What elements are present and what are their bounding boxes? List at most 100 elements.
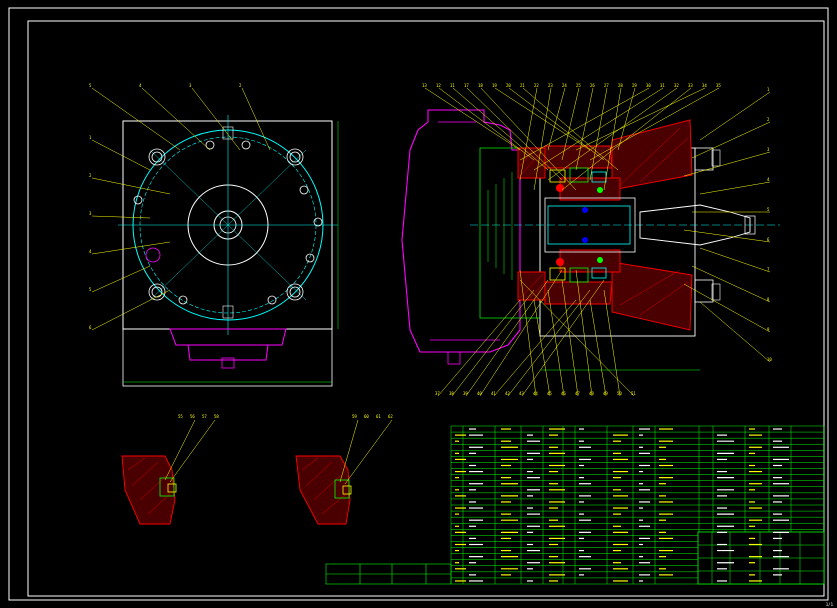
detail-right-label: 59 <box>352 414 357 419</box>
leader-line <box>617 87 636 151</box>
balloon-top: 27 <box>604 83 609 88</box>
leader-line <box>141 87 211 151</box>
leader-line <box>507 289 591 397</box>
leader-line <box>561 279 579 397</box>
balloon-top: 33 <box>688 83 693 88</box>
detail-view-left <box>121 419 216 525</box>
leader-line <box>699 181 771 195</box>
leader-line <box>589 87 720 161</box>
leader-line <box>91 215 151 219</box>
balloon-left: 2 <box>89 173 92 178</box>
balloon-top: 29 <box>632 83 637 88</box>
leader-line <box>519 87 650 161</box>
balloon-top: 11 <box>450 83 455 88</box>
leader-line <box>519 87 538 181</box>
detail-right-label: 60 <box>364 414 369 419</box>
sheet-number: 1/1 <box>825 602 833 607</box>
detail-right-label: 62 <box>388 414 393 419</box>
balloon-bottom: 43 <box>519 391 524 396</box>
balloon-bottom: 49 <box>603 391 608 396</box>
balloon-top: 18 <box>478 83 483 88</box>
balloon-bottom: 47 <box>575 391 580 396</box>
leader-line <box>91 139 151 171</box>
detail-left-label: 57 <box>202 414 207 419</box>
leader-line <box>466 87 563 181</box>
leader-line <box>91 241 171 255</box>
balloon-right: 8 <box>767 297 770 302</box>
leader-line <box>533 87 552 191</box>
front-view <box>118 115 339 387</box>
balloon-top: 25 <box>576 83 581 88</box>
balloon-top: 35 <box>716 83 721 88</box>
leader-line <box>533 299 551 397</box>
balloon-front-top: 2 <box>239 83 242 88</box>
balloon-top: 28 <box>618 83 623 88</box>
balloon-top: 31 <box>660 83 665 88</box>
balloon-top: 21 <box>520 83 525 88</box>
leader-line <box>424 87 521 151</box>
leader-line <box>91 177 171 195</box>
leader-line <box>191 87 241 151</box>
balloon-bottom: 50 <box>617 391 622 396</box>
balloon-bottom: 40 <box>477 391 482 396</box>
balloon-top: 30 <box>646 83 651 88</box>
leader-line <box>603 289 621 397</box>
detail-view-right <box>295 419 393 525</box>
balloon-top: 23 <box>548 83 553 88</box>
leader-line <box>575 87 706 151</box>
leader-lines <box>91 87 771 397</box>
balloon-bottom: 48 <box>589 391 594 396</box>
balloon-top: 13 <box>422 83 427 88</box>
leader-line <box>519 269 537 397</box>
detail-left-label: 58 <box>214 414 219 419</box>
balloon-left: 6 <box>89 325 92 330</box>
balloon-left: 1 <box>89 135 92 140</box>
leader-line <box>589 87 608 181</box>
leader-line <box>494 87 591 151</box>
leader-line <box>533 87 664 171</box>
leader-line <box>699 301 771 363</box>
balloon-top: 32 <box>674 83 679 88</box>
leader-line <box>91 87 181 151</box>
balloon-right: 5 <box>767 207 770 212</box>
leader-line <box>519 279 635 397</box>
balloon-top: 24 <box>562 83 567 88</box>
leader-line <box>521 279 605 397</box>
balloon-bottom: 37 <box>435 391 440 396</box>
leader-line <box>437 299 521 397</box>
balloon-front-top: 5 <box>89 83 92 88</box>
leader-line <box>438 87 535 161</box>
balloon-left: 4 <box>89 249 92 254</box>
balloon-top: 17 <box>464 83 469 88</box>
balloon-front-top: 3 <box>189 83 192 88</box>
leader-line <box>547 289 565 397</box>
balloon-left: 5 <box>89 287 92 292</box>
leader-line <box>699 91 771 141</box>
outer-border <box>8 7 829 601</box>
balloon-top: 22 <box>534 83 539 88</box>
balloon-right: 7 <box>767 267 770 272</box>
balloon-top: 26 <box>590 83 595 88</box>
balloon-right: 1 <box>767 87 770 92</box>
balloon-right: 6 <box>767 237 770 242</box>
balloon-right: 4 <box>767 177 770 182</box>
leader-line <box>699 247 771 273</box>
leader-line <box>493 299 577 397</box>
leader-line <box>452 87 549 171</box>
leader-line <box>691 121 771 159</box>
leader-line <box>91 265 151 293</box>
leader-line <box>683 229 771 243</box>
balloon-bottom: 42 <box>505 391 510 396</box>
balloon-bottom: 44 <box>533 391 538 396</box>
balloon-bottom: 41 <box>491 391 496 396</box>
balloon-right: 2 <box>767 117 770 122</box>
balloon-left: 3 <box>89 211 92 216</box>
balloon-bottom: 39 <box>463 391 468 396</box>
leader-line <box>480 87 577 191</box>
leader-line <box>691 265 771 303</box>
parts-table <box>450 425 825 585</box>
leader-line <box>561 87 580 161</box>
leader-line <box>547 87 678 181</box>
